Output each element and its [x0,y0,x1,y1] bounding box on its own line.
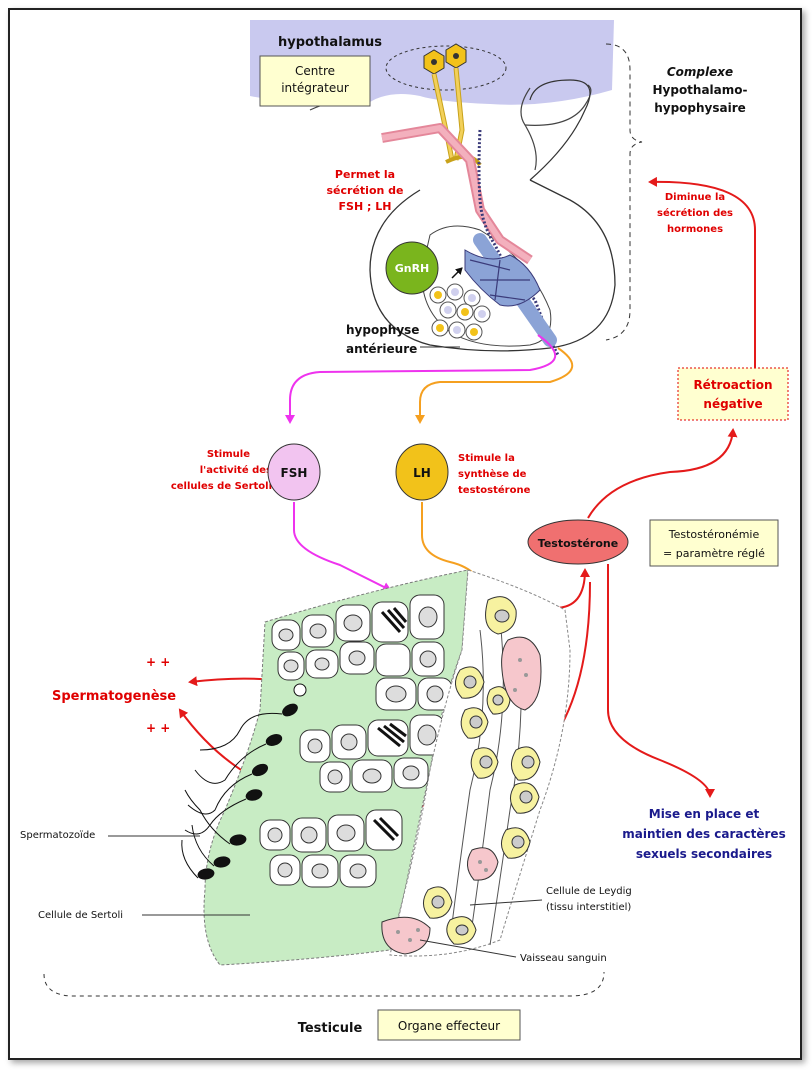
permet-line3: FSH ; LH [339,200,392,213]
testosteronemie-line2: = paramètre réglé [663,547,765,560]
complexe-line1: Complexe [667,65,733,79]
stimule-fsh-line2: l'activité des [200,464,272,476]
leydig-line2: (tissu interstitiel) [546,902,631,913]
plus-bottom: + + [146,721,170,735]
complexe-line3: hypophysaire [654,101,746,115]
stimule-lh-line1: Stimule la [458,453,515,464]
mise-line2: maintien des caractères [622,827,785,841]
fsh-label: FSH [281,466,308,480]
testosteronemie-line1: Testostéronémie [668,528,760,541]
pituitary-cells [430,284,490,340]
retroaction-box [678,368,788,420]
lh-label: LH [413,466,431,480]
diagram-canvas: hypothalamus Centre intégrateur Complexe… [10,10,800,1058]
testosterone-label: Testostérone [538,537,618,550]
fsh-target-arrow [294,502,390,590]
lh-release-arrow [420,348,572,422]
portal-vessels [382,128,558,355]
stimule-lh-line2: synthèse de [458,468,527,480]
mise-line1: Mise en place et [649,807,760,821]
plus-top: + + [146,655,170,669]
permet-line2: sécrétion de [327,184,404,197]
hypophyse-line2: antérieure [346,342,417,356]
stimule-lh-line3: testostérone [458,484,531,496]
gnrh-label: GnRH [395,262,430,275]
stimule-fsh-line1: Stimule [207,449,250,460]
centre-integrateur-line2: intégrateur [281,81,349,95]
spermatogenese-label: Spermatogenèse [52,689,176,704]
testicule-label: Testicule [298,1021,363,1036]
organe-effecteur-label: Organe effecteur [398,1019,500,1033]
vaisseau-label: Vaisseau sanguin [520,953,607,964]
mise-line3: sexuels secondaires [636,847,772,861]
centre-integrateur-line1: Centre [295,64,335,78]
diminue-line1: Diminue la [665,192,725,203]
hypophyse-line1: hypophyse [346,323,419,337]
retroaction-line2: négative [703,397,762,411]
hypothalamus-label: hypothalamus [278,35,382,50]
leydig-line1: Cellule de Leydig [546,886,632,897]
stimule-fsh-line3: cellules de Sertoli [171,481,272,492]
testosterone-to-retro-arrow [588,430,733,518]
complexe-line2: Hypothalamo- [652,83,747,97]
testosterone-to-characters-arrow [608,564,710,796]
permet-line1: Permet la [335,168,395,181]
fsh-release-arrow [290,335,555,422]
diminue-line2: sécrétion des [657,207,733,219]
retroaction-line1: Rétroaction [693,378,772,392]
diagram-frame: hypothalamus Centre intégrateur Complexe… [8,8,802,1060]
diminue-line3: hormones [667,224,723,235]
testicule-bracket [44,972,604,996]
sertoli-label: Cellule de Sertoli [38,910,123,921]
spermatozoide-label: Spermatozoïde [20,830,95,841]
